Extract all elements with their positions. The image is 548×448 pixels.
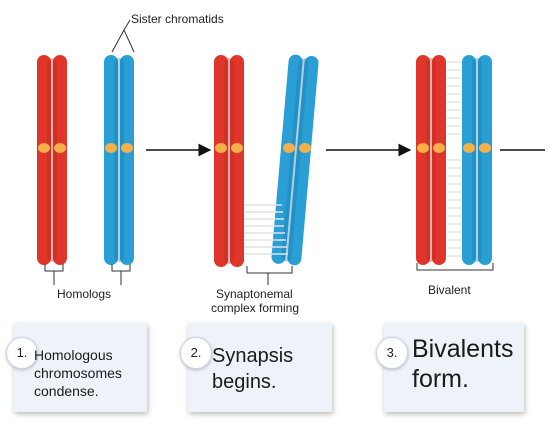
step-card-1: 1. Homologous chromosomes condense. bbox=[6, 323, 147, 412]
stage3-synaptonemal-complex bbox=[447, 61, 461, 257]
synaptonemal-bracket bbox=[246, 266, 293, 285]
stage3-blue-homolog bbox=[462, 55, 492, 265]
step-text-line: Homologous bbox=[34, 347, 113, 363]
stage1-centromeres bbox=[38, 143, 133, 153]
step-text-line: condense. bbox=[34, 383, 99, 399]
step-text-line: form. bbox=[412, 365, 469, 393]
step-number-badge: 1. bbox=[6, 337, 38, 369]
stage2-chromosomes bbox=[214, 54, 319, 267]
step-card-2: 2. Synapsis begins. bbox=[180, 323, 332, 412]
bivalent-label: Bivalent bbox=[428, 283, 471, 297]
step-text-line: Synapsis bbox=[212, 345, 294, 367]
stage3-chromosomes bbox=[416, 55, 492, 265]
step-card-3: 3. Bivalents form. bbox=[376, 323, 524, 412]
stage1-red-homolog bbox=[37, 55, 67, 265]
step-text-line: chromosomes bbox=[34, 365, 122, 381]
stage2-synaptonemal-complex bbox=[245, 204, 288, 255]
stage2-blue-homolog bbox=[271, 54, 319, 266]
stage1-chromosomes bbox=[37, 55, 134, 265]
sister-chromatids-label: Sister chromatids bbox=[131, 12, 224, 26]
stage2-centromeres bbox=[215, 143, 311, 153]
stage2-red-homolog bbox=[214, 55, 244, 267]
stage3-centromeres bbox=[417, 143, 491, 153]
homologs-label: Homologs bbox=[57, 287, 112, 301]
synaptonemal-label-line1: Synaptonemal bbox=[216, 287, 293, 301]
step-text-line: Bivalents bbox=[412, 335, 514, 363]
homologs-bracket bbox=[44, 264, 131, 285]
stage1-blue-homolog bbox=[104, 55, 134, 265]
step-text-line: begins. bbox=[212, 371, 277, 393]
step-number-badge: 2. bbox=[180, 337, 212, 369]
sister-chromatids-pointer bbox=[111, 19, 135, 53]
step-number-badge: 3. bbox=[376, 337, 408, 369]
synaptonemal-label-line2: complex forming bbox=[211, 301, 300, 315]
stage3-red-homolog bbox=[416, 55, 446, 265]
bivalent-bracket bbox=[416, 263, 494, 271]
